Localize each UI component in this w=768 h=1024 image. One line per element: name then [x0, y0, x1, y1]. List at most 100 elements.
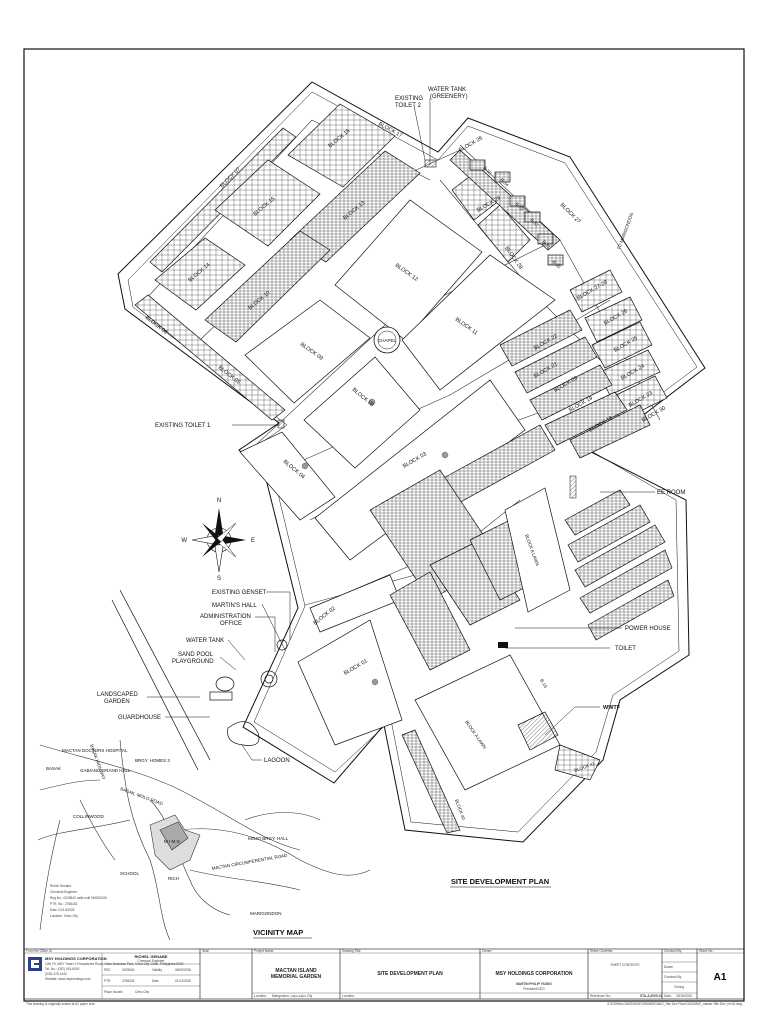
vicinity-label: SCHOOL: [120, 871, 140, 876]
existing-genset-label: EXISTING GENSET: [212, 590, 267, 596]
vicinity-label: COLLINWOOD: [73, 814, 105, 819]
landscaped-garden-label: LANDSCAPED: [97, 692, 138, 698]
power-house-label: POWER HOUSE: [625, 626, 671, 632]
owner-name: MSY HOLDINGS CORPORATION: [495, 971, 572, 977]
site-plan-title: SITE DEVELOPMENT PLAN: [451, 877, 549, 886]
vicinity-label: BRGY. HOMES 3: [135, 758, 170, 763]
vicinity-label: RICH: [168, 876, 179, 881]
seal-label: Seal:: [202, 949, 209, 953]
water-tank-greenery-label: WATER TANK: [428, 87, 466, 93]
footer-file-ref: E:\DOWNLOADS\NEW DRAWING\MIG_Site Dev Pl…: [608, 1002, 743, 1006]
ptr-value: 2788433: [122, 979, 135, 983]
block-label: B-10: [539, 678, 548, 689]
place-value: Cebu City: [135, 990, 149, 994]
block-label: B-32: [529, 217, 540, 228]
block-label: B-35: [514, 201, 525, 212]
martins-hall-label: MARTIN'S HALL: [212, 603, 257, 609]
water-tank-label: WATER TANK: [186, 638, 224, 644]
wwtf-label: WWTF: [603, 705, 621, 711]
block-plots: [134, 103, 675, 834]
from-office-label: From the Office of:: [26, 949, 52, 953]
checker-name: Chiong: [674, 985, 684, 989]
owner-label: Owner:: [482, 949, 492, 953]
vicinity-label: BASAK: [46, 766, 61, 771]
date2-label: Date:: [664, 994, 672, 998]
drawing-location-label: Location:: [342, 994, 355, 998]
trees: [301, 398, 449, 686]
place-label: Place Issued:: [104, 990, 123, 994]
checked-by-2-label: Checked By: [664, 975, 682, 979]
reference-label: Reference No.:: [590, 994, 612, 998]
vicinity-label: MACTAN DOCTORS HOSPITAL: [62, 748, 128, 753]
sheet-border: [23, 48, 745, 1002]
location-label: Location:: [254, 994, 267, 998]
sheet-number: A1: [714, 972, 727, 983]
block-label: BLOCK 27: [559, 202, 582, 225]
existing-toilet-1-label: EXISTING TOILET 1: [155, 423, 211, 429]
company-website: Website: www.msyholdings.com: [45, 977, 91, 981]
administration-office-label: ADMINISTRATION: [200, 614, 251, 620]
block-label: B-33: [482, 165, 493, 176]
validity-value: 06/05/2026: [175, 968, 191, 972]
chapel: CHAPEL: [373, 326, 401, 354]
date2-value: 03/18/2025: [676, 994, 692, 998]
validity-label: Validity: [152, 968, 162, 972]
sheet-contents-label: Sheet Contents:: [590, 949, 613, 953]
company-tel: Tel. No.: (032) 415-8000: [45, 967, 80, 971]
water-tank-greenery-sub: (GREENERY): [430, 94, 468, 100]
existing-toilet-2-label: EXISTING: [395, 96, 423, 102]
prc-label: PRC: [104, 968, 111, 972]
drawing-title: SITE DEVELOPMENT PLAN: [377, 971, 443, 977]
company-tel-2: (032) 478-1442: [45, 972, 67, 976]
vicinity-map-title: VICINITY MAP: [253, 928, 303, 937]
guardhouse-label: GUARDHOUSE: [118, 715, 161, 721]
project-name: MACTAN ISLAND: [275, 968, 317, 974]
vicinity-label: MARIGONDON: [250, 911, 282, 916]
vicinity-office-line: Date: 01/13/2025: [50, 908, 75, 912]
owner-rep-title: President/CEO: [523, 987, 545, 991]
ee-room-label: EE ROOM: [657, 490, 685, 496]
sand-pool-sub: PLAYGROUND: [172, 659, 214, 665]
engineer-title: Chemical Engineer: [138, 959, 166, 963]
vicinity-label: GABIANO GRAND HALL: [80, 768, 131, 773]
block-label: B-34: [499, 177, 510, 188]
vicinity-label: MOJO BRGY. HALL: [248, 836, 289, 841]
compass-s: S: [217, 576, 221, 582]
company-address: 12th Flr. MDY Tower 1 Pescadores Road, C…: [45, 962, 184, 966]
compass-n: N: [217, 498, 221, 504]
sand-pool-label: SAND POOL: [178, 652, 214, 658]
administration-office-sub: OFFICE: [220, 621, 242, 627]
reference-value: STA-A-0000-01: [640, 994, 662, 998]
vicinity-office-line: Chemical Engineer: [50, 890, 78, 894]
block-label: BLOCK 26: [458, 135, 484, 153]
project-label: Project Name:: [254, 949, 274, 953]
company-name: MSY HOLDINGS CORPORATION: [45, 956, 107, 961]
vicinity-office-line: Richel Genabe: [50, 884, 71, 888]
toilet-label: TOILET: [615, 646, 636, 652]
block-label: B-30: [551, 259, 562, 270]
title-block-text: From the Office of: MSY HOLDINGS CORPORA…: [26, 949, 727, 998]
lagoon-label: LAGOON: [264, 758, 290, 764]
sheet-no-label: Sheet No.:: [699, 949, 714, 953]
compass-rose: N S W E: [181, 498, 255, 582]
vicinity-label: BASAK, MOLO ROAD: [120, 786, 165, 806]
drawing-title-label: Drawing Title:: [342, 949, 361, 953]
engineer-name: RICHEL GENABE: [134, 954, 167, 959]
sheet-contents: SHEET CONTENTS: [611, 963, 640, 967]
location-value: Marigondon, Lapu-Lapu City: [272, 994, 313, 998]
ptr-label: PTR: [104, 979, 111, 983]
date-label: Date: [152, 979, 159, 983]
project-name-2: MEMORIAL GARDEN: [271, 974, 322, 980]
existing-toilet-2-sub: TOILET 2: [395, 103, 421, 109]
vicinity-label: MACTAN CIRCUMFERENTIAL ROAD: [211, 853, 288, 871]
compass-w: W: [181, 538, 187, 544]
chapel-label: CHAPEL: [378, 338, 397, 343]
vicinity-office-line: Location: Cebu City: [50, 914, 78, 918]
owner-rep: MARTIN PHILIP YSUNG: [516, 982, 552, 986]
prc-value: 0025840: [122, 968, 135, 972]
checked-by-label: Checked By:: [664, 949, 682, 953]
block-label: BLOCK 40: [454, 799, 466, 821]
footer-note: This drawing is originally scaled at A2 …: [26, 1002, 96, 1006]
callouts: [147, 98, 655, 761]
vicinity-office-line: Reg.No.: 0025840 valid until 05/06/2026: [50, 896, 107, 900]
